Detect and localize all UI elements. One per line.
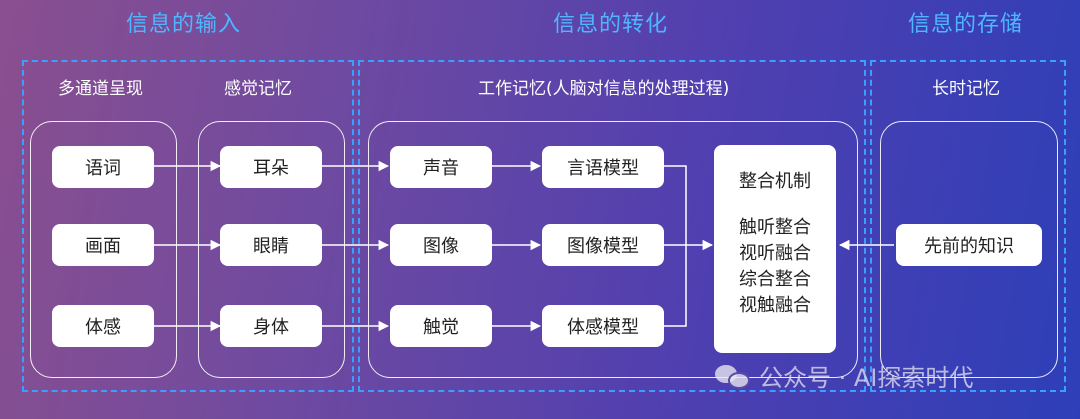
subtitle-sensory: 感觉记忆 [224,79,292,99]
box-eyes: 眼睛 [220,224,322,266]
box-prior-knowledge: 先前的知识 [896,224,1042,266]
integration-item: 触听整合 [739,217,811,238]
wechat-icon [715,363,751,389]
working-memory-container [368,121,858,378]
watermark-text: 公众号 · AI探索时代 [759,364,974,392]
box-image: 图像 [390,224,492,266]
subtitle-multichannel: 多通道呈现 [58,79,143,99]
box-sound: 声音 [390,146,492,188]
subtitle-longterm: 长时记忆 [932,79,1000,99]
box-touch: 触觉 [390,305,492,347]
integration-title: 整合机制 [739,171,811,192]
box-picture: 画面 [52,224,154,266]
storage-group-frame [870,60,1066,392]
presentation-container [30,121,177,378]
box-image-model: 图像模型 [542,224,664,266]
subtitle-working: 工作记忆(人脑对信息的处理过程) [478,79,730,99]
input-group-frame [22,60,354,392]
watermark: 公众号 · AI探索时代 [715,358,973,393]
integration-box: 整合机制 触听整合 视听融合 综合整合 视触融合 [714,145,836,353]
integration-item: 视触融合 [739,295,811,316]
transform-group-frame [358,60,866,392]
section-title-input: 信息的输入 [126,12,242,37]
box-body-sense: 体感 [52,305,154,347]
longterm-container [880,121,1058,378]
section-title-storage: 信息的存储 [908,12,1024,37]
box-words: 语词 [52,146,154,188]
box-ears: 耳朵 [220,146,322,188]
section-title-transform: 信息的转化 [553,12,669,37]
box-body-sense-model: 体感模型 [542,305,664,347]
integration-item: 综合整合 [739,269,811,290]
box-body: 身体 [220,305,322,347]
connector-verbal-model-bracket [664,165,687,327]
sensory-container [198,121,345,378]
integration-item: 视听融合 [739,243,811,264]
box-verbal-model: 言语模型 [542,146,664,188]
